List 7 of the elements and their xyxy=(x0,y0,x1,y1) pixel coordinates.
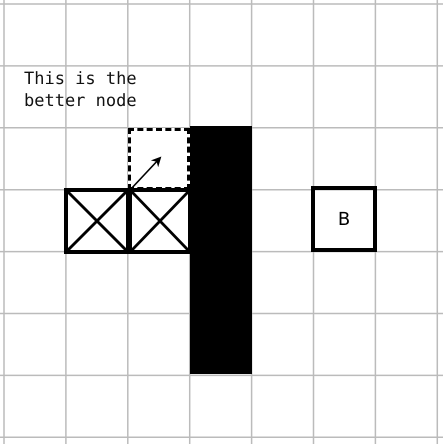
node-label: B xyxy=(336,208,352,232)
wall-block xyxy=(190,126,252,374)
node-box xyxy=(311,186,377,252)
caption-text: This is the better node xyxy=(24,68,138,112)
blocked-cell xyxy=(64,188,130,254)
dashed-cell xyxy=(128,128,190,190)
blocked-cell xyxy=(128,188,192,254)
